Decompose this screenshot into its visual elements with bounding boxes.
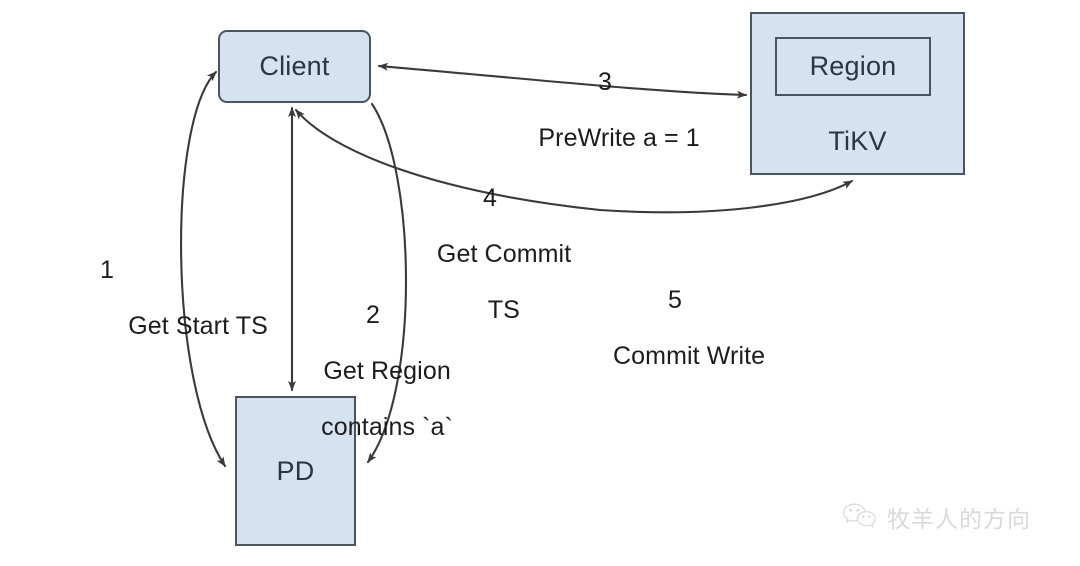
edge-number-2: 2: [365, 301, 380, 329]
edge-path-1: [180, 70, 227, 468]
edge-label-1: 1 Get Start TS: [100, 200, 280, 368]
edge-text-3: PreWrite a = 1: [538, 124, 700, 152]
wechat-icon: [842, 503, 876, 529]
edge-text-4-line1: Get Commit: [436, 240, 572, 268]
node-client[interactable]: Client: [218, 30, 371, 103]
node-pd-label: PD: [276, 455, 315, 486]
node-region[interactable]: Region: [775, 37, 931, 96]
edge-label-4: 4 Get Commit TS: [400, 128, 580, 352]
edge-number-1: 1: [100, 256, 115, 284]
edge-path-3: [377, 62, 748, 99]
edge-text-4-line2: TS: [487, 296, 520, 324]
edge-text-5: Commit Write: [613, 342, 766, 370]
node-pd[interactable]: PD: [235, 396, 356, 546]
edge-number-3: 3: [597, 68, 612, 96]
watermark-text: 牧羊人的方向: [887, 506, 1031, 532]
edge-text-2-line1: Get Region: [323, 357, 451, 385]
edge-number-5: 5: [667, 286, 682, 314]
node-client-label: Client: [259, 51, 330, 81]
edge-text-1: Get Start TS: [128, 312, 268, 340]
edge-label-2: 2 Get Region contains `a`: [288, 245, 458, 469]
node-region-label: Region: [809, 51, 897, 81]
edge-label-3: 3 PreWrite a = 1: [500, 12, 710, 180]
edge-number-4: 4: [482, 184, 497, 212]
edge-label-5: 5 Commit Write: [580, 230, 770, 398]
node-tikv-label: TiKV: [828, 126, 887, 156]
edge-path-4-5: [294, 108, 854, 214]
watermark: 牧羊人的方向: [842, 500, 1031, 534]
edge-text-2-line2: contains `a`: [321, 413, 453, 441]
